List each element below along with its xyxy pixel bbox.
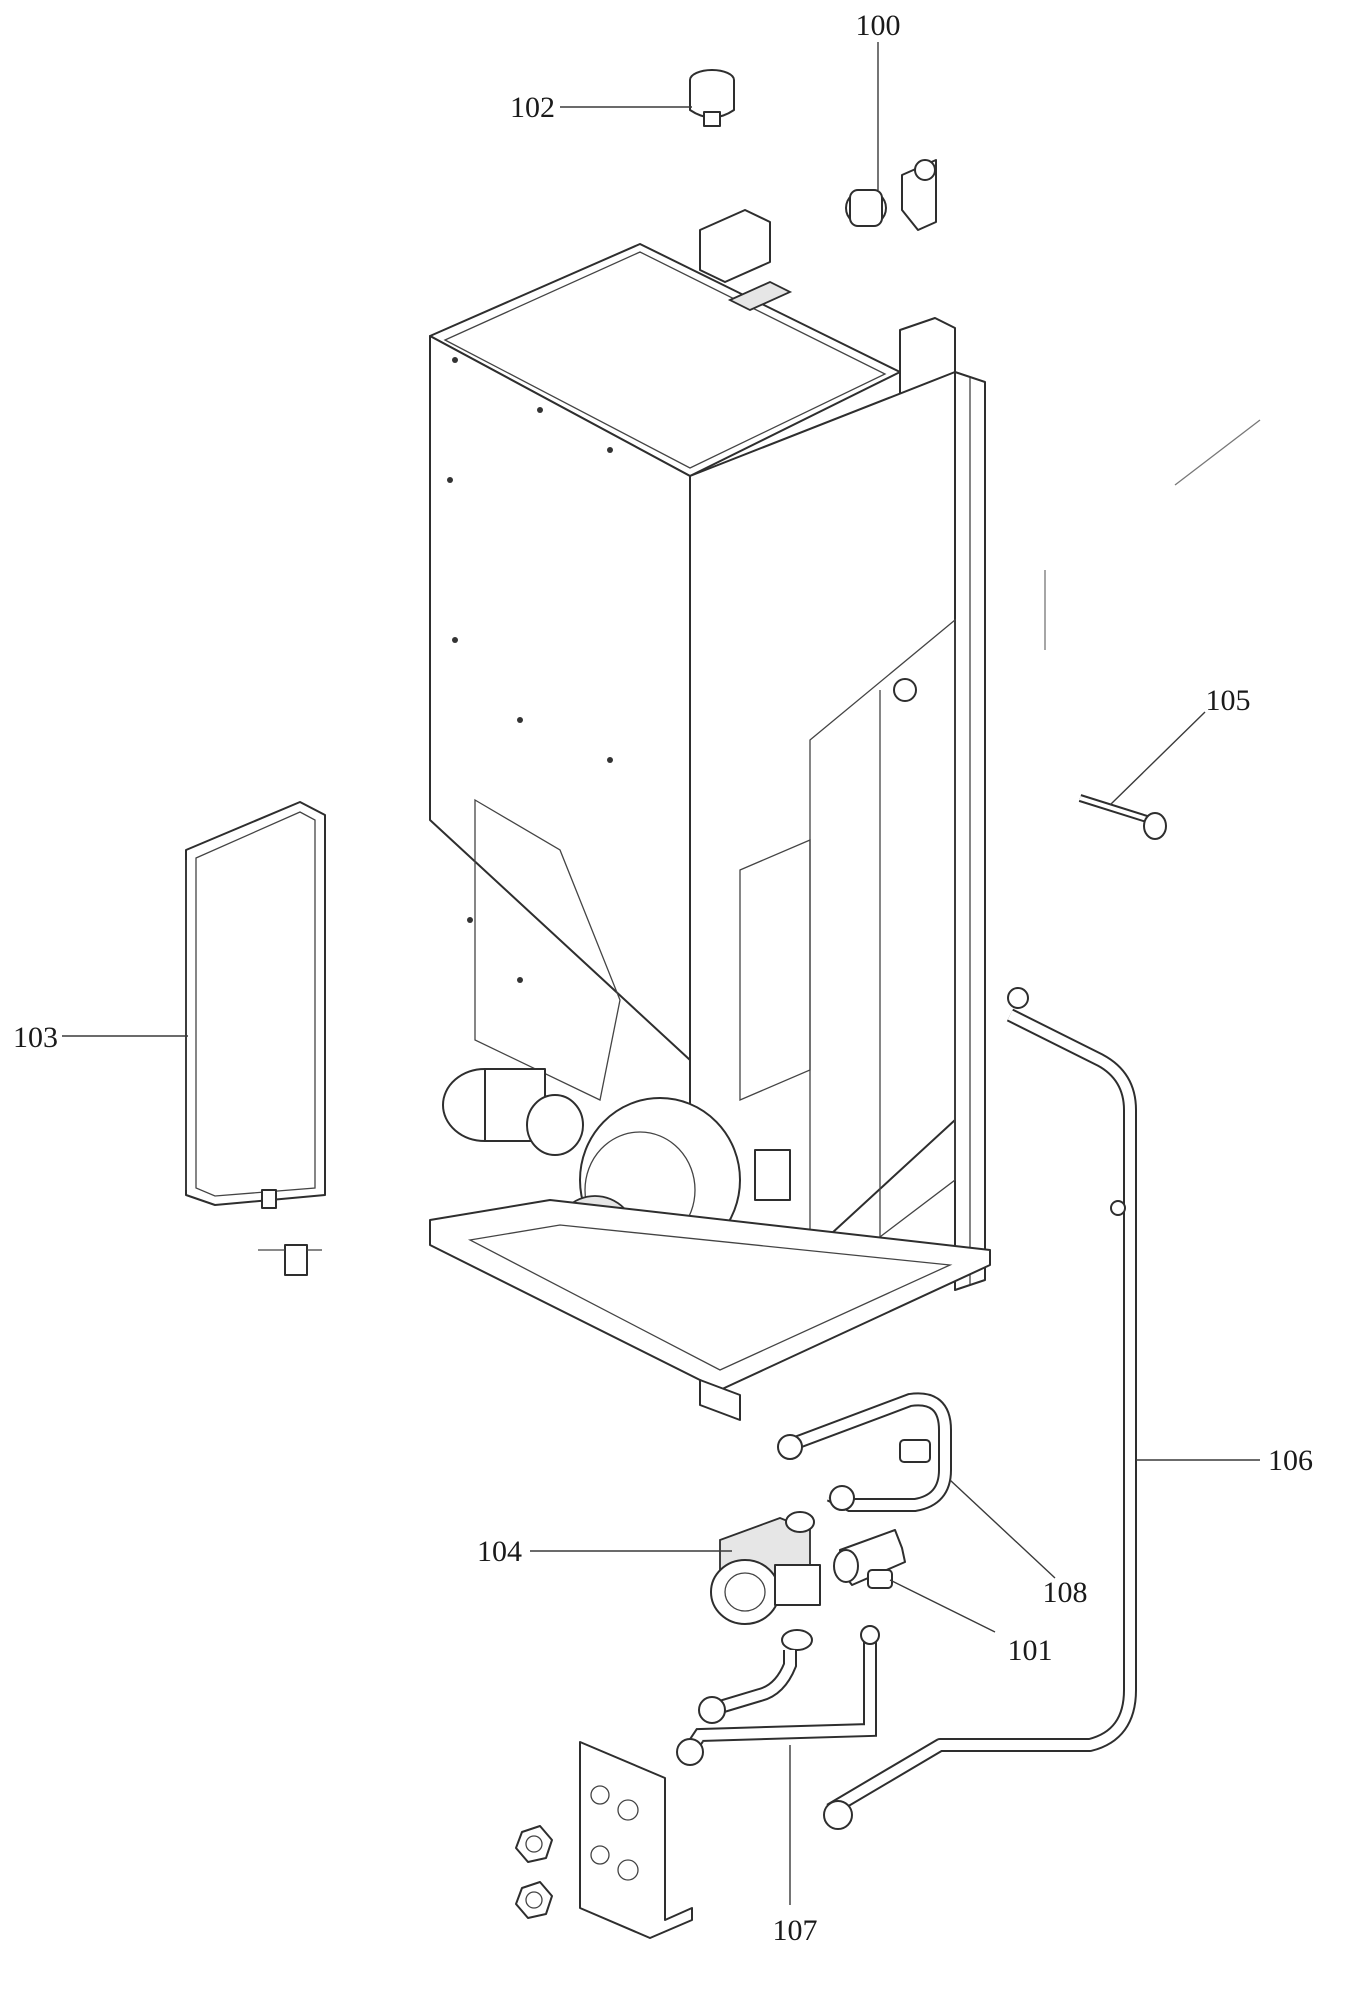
- part-106-return-pipe: [823, 987, 1137, 1830]
- leader-105: [1109, 711, 1206, 806]
- stray-marks: [1044, 419, 1261, 650]
- callout-101: 101: [1008, 1634, 1053, 1667]
- callout-107: 107: [773, 1914, 818, 1947]
- callout-108: 108: [1043, 1576, 1088, 1609]
- part-108-bent-pipe: [777, 1392, 952, 1512]
- callout-102: 102: [510, 91, 555, 124]
- leader-101: [889, 1579, 996, 1633]
- leader-108: [949, 1479, 1056, 1579]
- part-100-cap-and-bracket: [845, 159, 937, 231]
- part-103-valve-fitting: [258, 1244, 322, 1276]
- callout-104: 104: [477, 1535, 522, 1568]
- callout-100: 100: [856, 9, 901, 42]
- part-103-expansion-vessel: [185, 801, 326, 1209]
- callout-106: 106: [1268, 1444, 1313, 1477]
- mounting-plate: [579, 1741, 693, 1939]
- callout-105: 105: [1206, 684, 1251, 717]
- part-107-pipe-set: [676, 1625, 880, 1766]
- hex-nuts: [515, 1825, 553, 1919]
- boiler-cabinet: [429, 209, 991, 1421]
- part-102-air-vent: [689, 69, 735, 127]
- part-105-sensor: [1078, 794, 1167, 840]
- part-104-pump: [710, 1511, 821, 1651]
- part-101-valve: [833, 1529, 906, 1589]
- callout-103: 103: [13, 1021, 58, 1054]
